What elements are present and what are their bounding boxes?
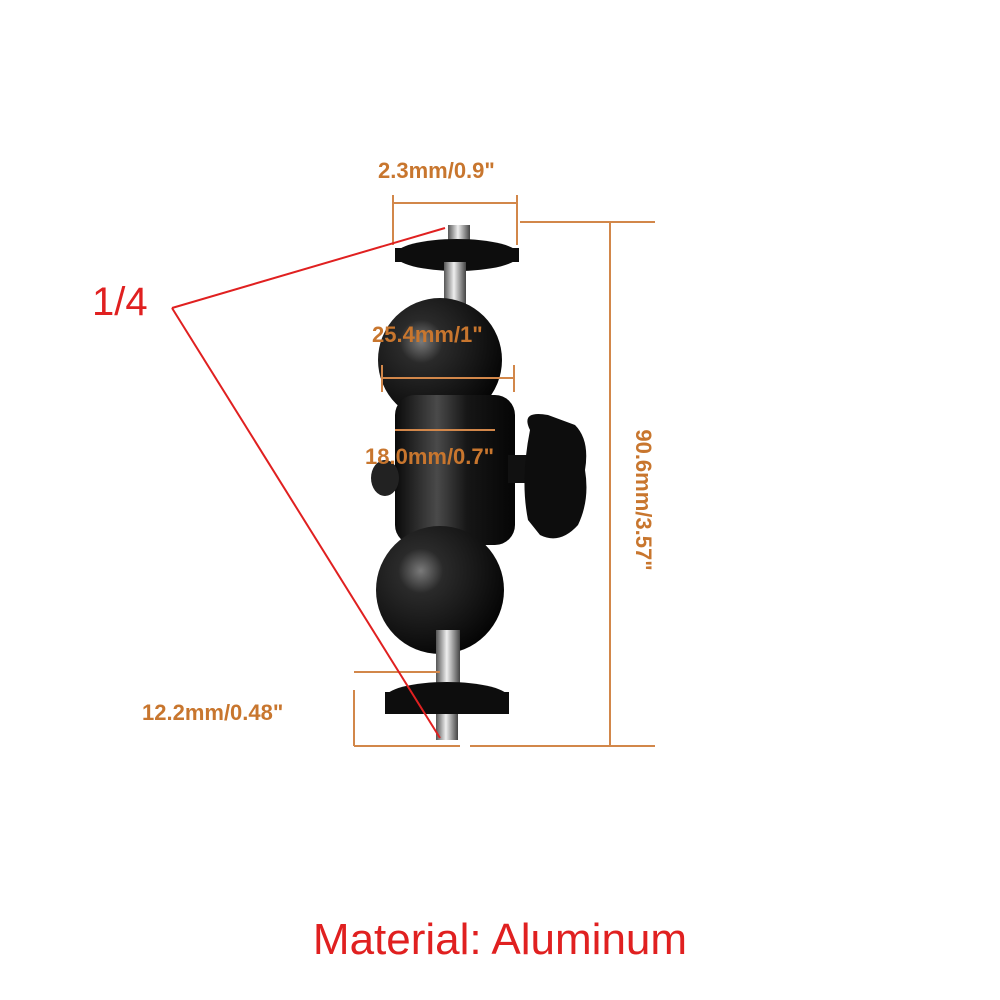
dimension-lines bbox=[353, 195, 655, 747]
thread-pointer-lines bbox=[171, 227, 446, 739]
bottom-screw bbox=[436, 714, 458, 740]
top-ball bbox=[378, 298, 502, 422]
material-caption: Material: Aluminum bbox=[312, 915, 688, 964]
total-height-dimension-label: 90.6mm/3.57" bbox=[631, 429, 656, 571]
top-screw-dimension-label: 2.3mm/0.9" bbox=[378, 158, 495, 183]
arm bbox=[395, 395, 515, 545]
mount-body bbox=[371, 225, 587, 740]
ball-diameter-dimension-label: 25.4mm/1" bbox=[372, 322, 483, 347]
bottom-knob-dimension-label: 12.2mm/0.48" bbox=[142, 700, 284, 725]
bottom-stem bbox=[436, 630, 460, 685]
thread-size-label: 1/4 bbox=[92, 280, 148, 324]
bottom-ball bbox=[376, 526, 504, 654]
side-knob bbox=[524, 414, 587, 539]
arm-width-dimension-label: 18.0mm/0.7" bbox=[365, 444, 495, 469]
